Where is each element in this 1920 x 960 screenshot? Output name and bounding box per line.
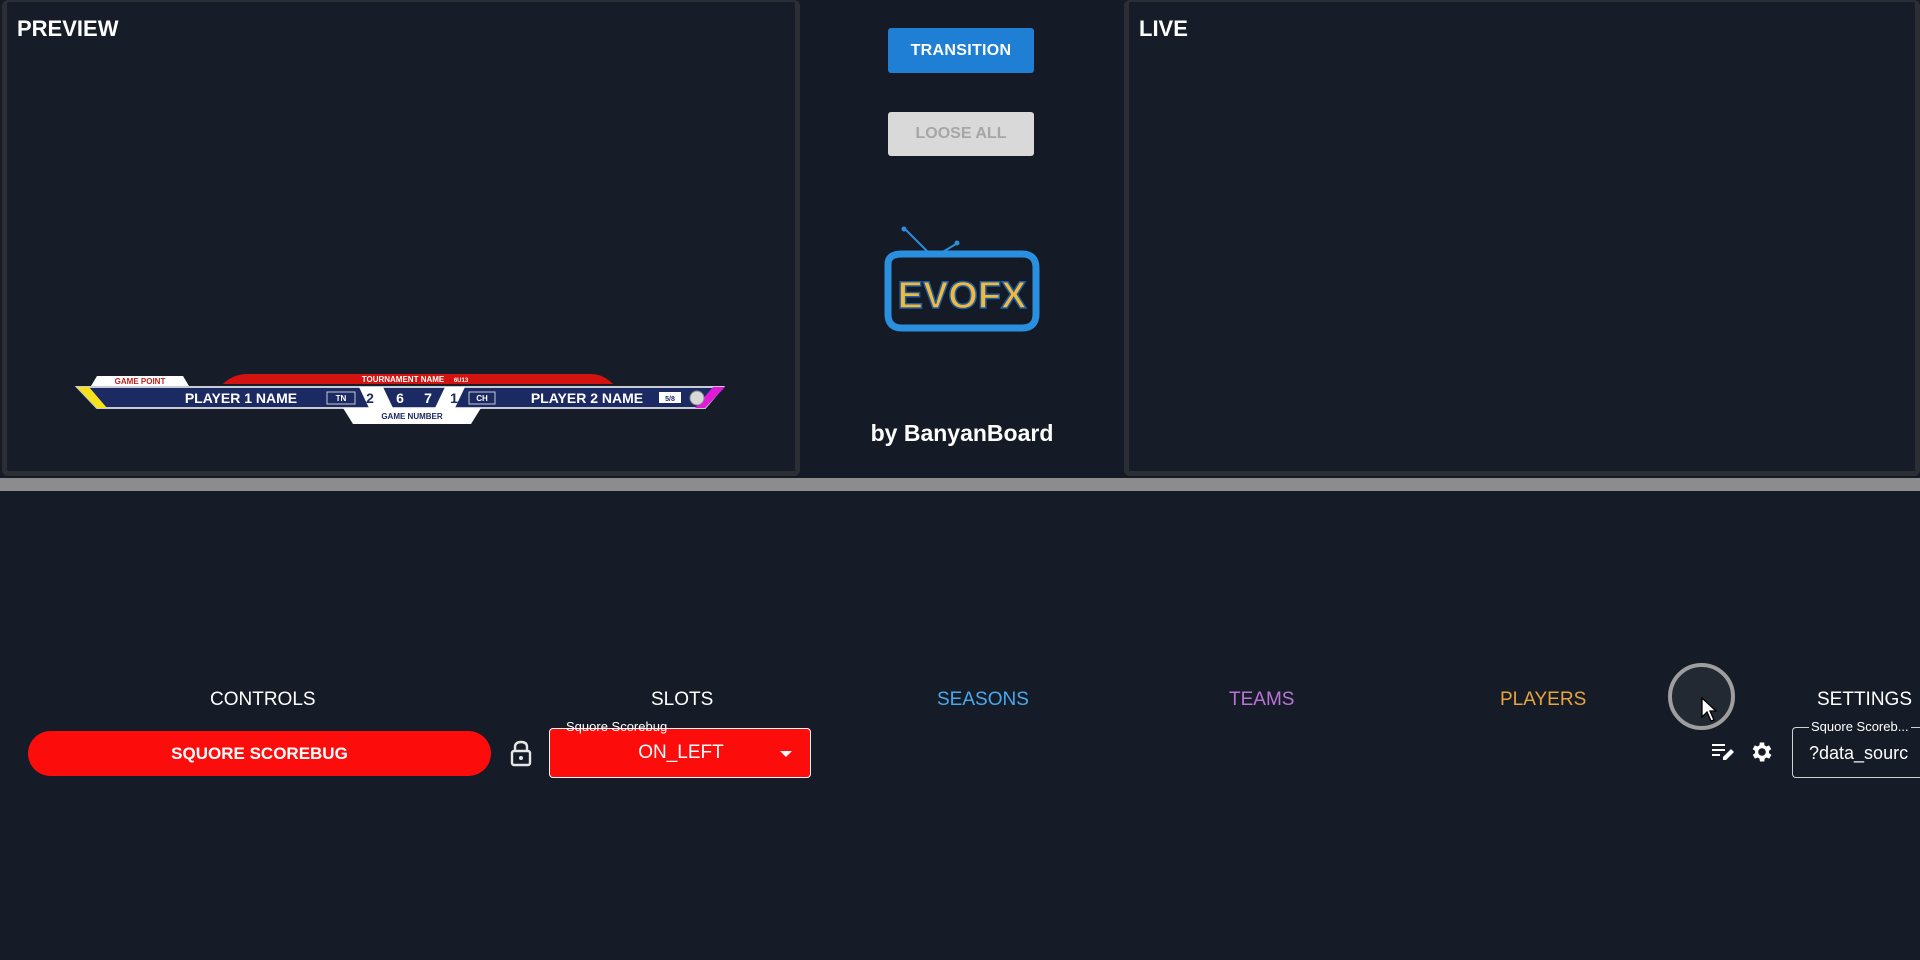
data-source-label: Squore Scoreb... [1809, 719, 1911, 734]
preview-panel: PREVIEW TOURNAMENT NAME 6U13 GAME POINT … [2, 0, 800, 476]
top-area: PREVIEW TOURNAMENT NAME 6U13 GAME POINT … [2, 0, 1920, 476]
live-title: LIVE [1139, 16, 1188, 41]
evofx-logo: EVOFX [884, 226, 1040, 332]
player2-seed: 5/8 [665, 396, 675, 403]
data-source-value: ?data_sourc [1809, 743, 1909, 763]
live-panel: LIVE [1124, 0, 1920, 476]
bottom-area: CONTROLS SLOTS SEASONS TEAMS PLAYERS SET… [0, 491, 1920, 960]
tab-slots[interactable]: SLOTS [651, 689, 714, 710]
scorebug-graphic: TOURNAMENT NAME 6U13 GAME POINT PLAYER 1… [74, 374, 726, 424]
games-right: 7 [424, 390, 432, 406]
preview-title: PREVIEW [17, 16, 119, 41]
tab-seasons[interactable]: SEASONS [937, 689, 1029, 710]
games-left: 6 [396, 390, 404, 406]
gear-icon[interactable] [1749, 739, 1775, 765]
score-right: 1 [450, 390, 458, 406]
player1-name: PLAYER 1 NAME [185, 390, 297, 406]
chevron-down-icon [780, 751, 792, 757]
game-number-tab [343, 408, 481, 424]
tournament-bar [223, 374, 613, 384]
serve-ball-icon [689, 390, 705, 406]
mouse-pointer-icon [1701, 697, 1718, 722]
lock-icon[interactable] [508, 739, 534, 767]
player2-name: PLAYER 2 NAME [531, 390, 643, 406]
tournament-tag: 6U13 [454, 378, 469, 384]
data-source-field[interactable]: ?data_sourc [1792, 727, 1920, 778]
playlist-edit-icon[interactable] [1711, 741, 1735, 763]
squore-scorebug-button[interactable]: SQUORE SCOREBUG [28, 731, 491, 776]
resize-divider[interactable] [0, 478, 1920, 491]
logo-text: EVOFX [898, 275, 1027, 317]
slot-select-value: ON_LEFT [638, 742, 724, 763]
game-point-label: GAME POINT [115, 377, 166, 386]
tab-controls[interactable]: CONTROLS [210, 689, 316, 710]
player1-team: TN [336, 394, 347, 403]
loose-all-button[interactable]: LOOSE ALL [888, 112, 1034, 156]
score-left: 2 [366, 390, 374, 406]
transition-button[interactable]: TRANSITION [888, 28, 1034, 73]
game-point-tab [91, 376, 189, 386]
click-indicator [1668, 663, 1735, 730]
player2-team: CH [476, 394, 488, 403]
tab-teams[interactable]: TEAMS [1229, 689, 1295, 710]
slot-select-label: Squore Scorebug [566, 719, 668, 734]
byline: by BanyanBoard [870, 420, 1054, 446]
game-number-label: GAME NUMBER [381, 412, 443, 421]
tab-settings[interactable]: SETTINGS [1817, 689, 1913, 710]
slot-select[interactable]: Squore Scorebug ON_LEFT [549, 719, 811, 778]
center-controls: TRANSITION LOOSE ALL EVOFX by BanyanBoar… [800, 0, 1124, 476]
tab-players[interactable]: PLAYERS [1500, 689, 1587, 710]
tournament-name: TOURNAMENT NAME [362, 375, 445, 384]
yellow-accent [77, 387, 107, 408]
